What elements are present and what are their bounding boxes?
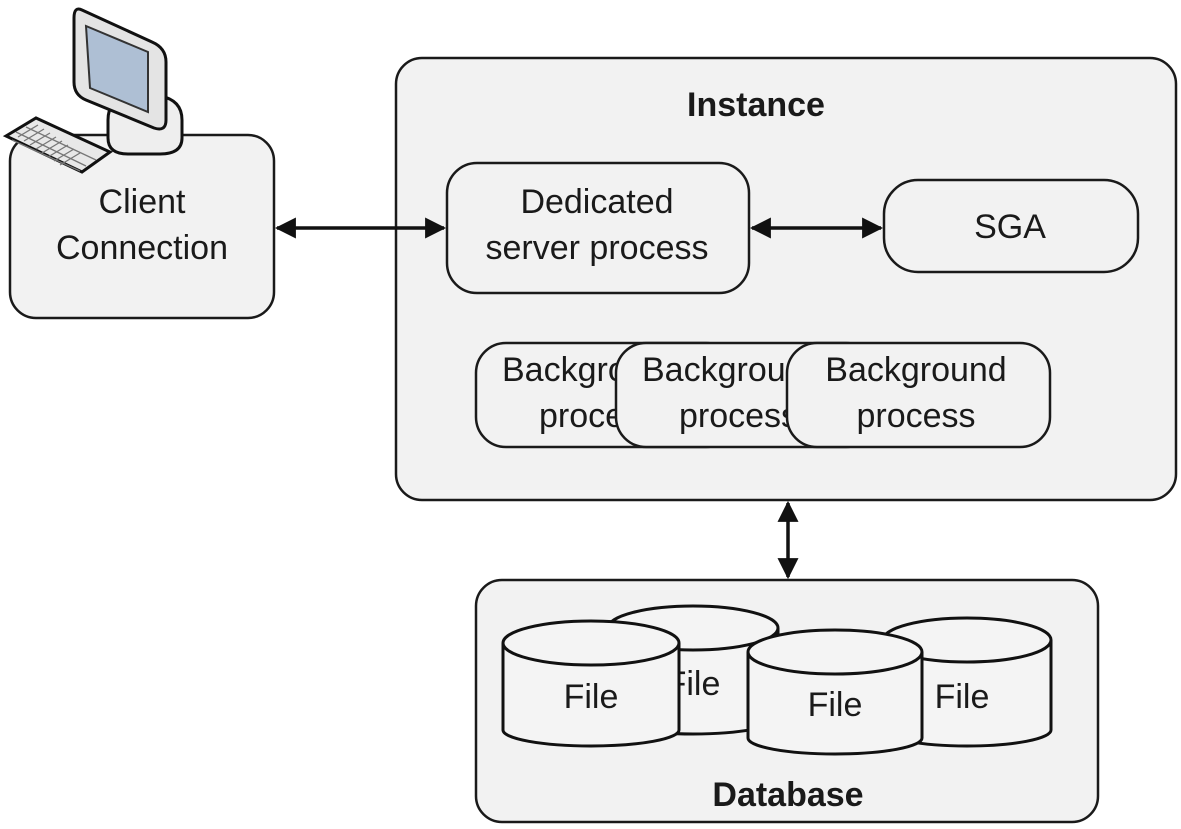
file-cylinder-1: File <box>501 619 681 748</box>
instance-title: Instance <box>687 86 825 124</box>
background-label-line2: process <box>679 397 798 435</box>
file-label: File <box>808 686 863 724</box>
client-label-line1: Client <box>99 183 186 221</box>
background-label-line2: process <box>856 397 975 435</box>
file-cylinder-3: File <box>746 628 924 756</box>
background-process-3: Background process <box>785 341 1052 449</box>
dedicated-label-line2: server process <box>486 229 709 267</box>
computer-icon <box>2 7 184 174</box>
database-title: Database <box>712 776 863 814</box>
client-label-line2: Connection <box>56 229 228 267</box>
dedicated-label-line1: Dedicated <box>520 183 673 221</box>
background-label-line1: Background <box>642 351 823 389</box>
file-label: File <box>935 678 990 716</box>
dedicated-server-process-box: Dedicated server process <box>445 161 751 295</box>
client-connection-box: Client Connection <box>8 133 276 320</box>
sga-label: SGA <box>974 208 1046 246</box>
background-label-line2: process <box>539 397 658 435</box>
background-label-line1: Background <box>502 351 683 389</box>
background-label-line1: Background <box>825 351 1006 389</box>
file-label: File <box>564 678 619 716</box>
sga-box: SGA <box>882 178 1140 274</box>
